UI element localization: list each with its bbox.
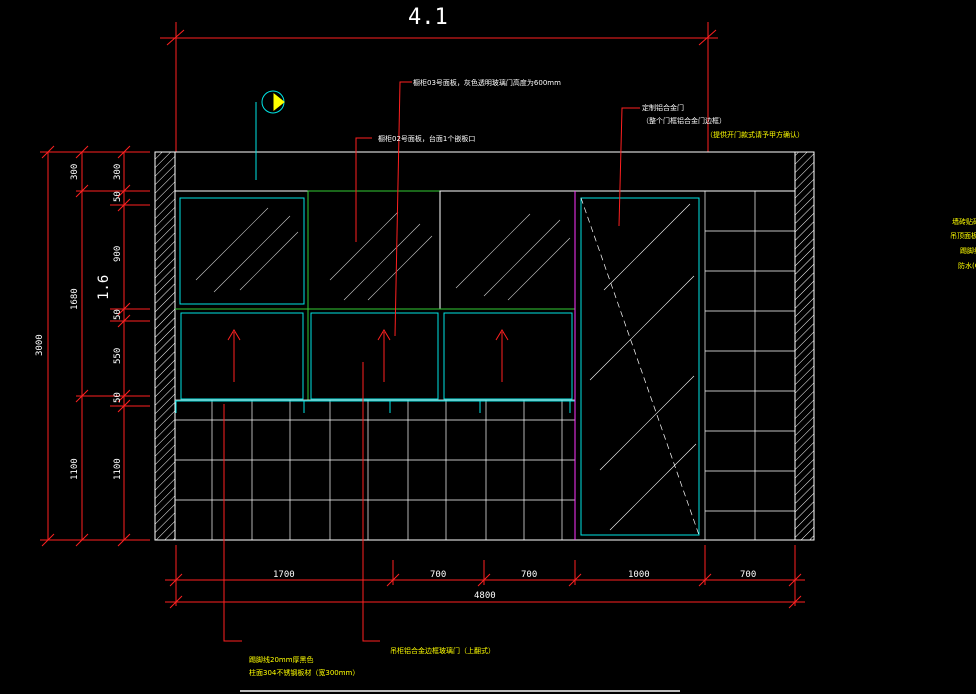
dim-4800: 4800 [474,591,496,601]
section-marker [255,90,285,180]
dim-700-a: 700 [430,570,446,580]
dim-1100-inner: 1100 [113,458,123,480]
dim-1700: 1700 [273,570,295,580]
note-door-3: （提供开门款式请予甲方确认） [706,130,804,139]
note-right-1: 墙砖贴砖 [952,217,976,226]
dim-700-c: 700 [740,570,756,580]
dim-50-a: 50 [113,191,123,202]
vertical-dimensions [40,145,150,547]
dim-1680: 1680 [70,288,80,310]
note-bottom-3: 吊柜铝合金边框玻璃门（上翻式） [390,646,495,655]
note-bottom-1: 踢脚线20mm厚黑色 [249,655,314,664]
tile-grid [175,399,575,540]
aluminium-door [574,191,700,540]
note-right-2: 吊顶面板材 [950,231,976,240]
dim-3000: 3000 [35,334,45,356]
dim-1000: 1000 [628,570,650,580]
glass-hatch-upper [195,207,571,301]
top-dimension [160,22,718,152]
right-wall-hatch [794,151,815,541]
dim-700-b: 700 [521,570,537,580]
note-right-4: 防水(C [958,261,976,270]
counter-edge [175,400,575,413]
dim-mid-label: 1.6 [96,275,112,300]
dim-300-a: 300 [70,164,80,180]
dim-900: 900 [113,246,123,262]
dim-50-b: 50 [113,309,123,320]
dim-300-b: 300 [113,164,123,180]
lower-cabinets [180,312,573,400]
note-right-3: 踢脚线 [960,246,976,255]
note-door-1: 定制铝合金门 [642,103,684,112]
note-upper-cabinet-glass: 橱柜03号面板，灰色透明玻璃门高度为600mm [413,78,561,87]
note-bottom-2: 柱面304不锈钢板材（宽300mm） [249,668,359,677]
leader-lines [223,81,640,642]
lift-arrows [227,329,509,382]
drawing-title-number: 4.1 [408,5,448,30]
dim-550: 550 [113,348,123,364]
note-door-2: （整个门框铝合金门边框） [642,116,726,125]
wall-outline [154,151,815,541]
horizontal-dimensions [165,545,805,609]
upper-cabinets [175,190,576,400]
dim-50-c: 50 [113,392,123,403]
dim-1100-outer: 1100 [70,458,80,480]
left-wall-hatch [154,151,176,541]
note-upper-cabinet-panel: 橱柜02号面板，台面1个嵌板口 [378,134,475,143]
right-tile-wall [704,191,795,540]
